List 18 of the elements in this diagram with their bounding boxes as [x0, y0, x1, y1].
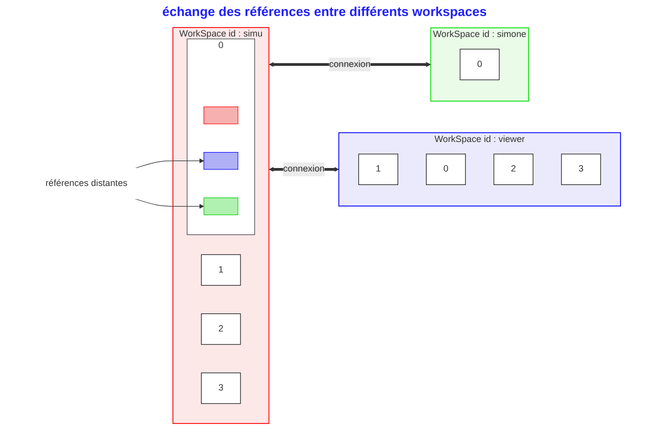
- node-box: [204, 152, 238, 170]
- note-text: échange des références entre différents workspaces: [161, 4, 488, 19]
- node-box: [204, 106, 238, 124]
- node-box: 3: [201, 372, 241, 404]
- node-box: 2: [201, 313, 241, 345]
- edge-label: connexion: [329, 59, 371, 70]
- node-box: 1: [201, 254, 241, 286]
- arrow: [134, 198, 204, 209]
- node-box: 2: [494, 154, 534, 185]
- node-box: [204, 198, 238, 216]
- cluster: 0: [186, 38, 255, 236]
- node-box: 3: [561, 154, 601, 185]
- node-box: 0: [426, 154, 466, 185]
- arrow: [134, 158, 204, 169]
- node-box: 0: [460, 48, 500, 80]
- node-text: références distantes: [46, 178, 128, 188]
- edge-label: connexion: [283, 164, 325, 174]
- node-box: 1: [358, 154, 398, 185]
